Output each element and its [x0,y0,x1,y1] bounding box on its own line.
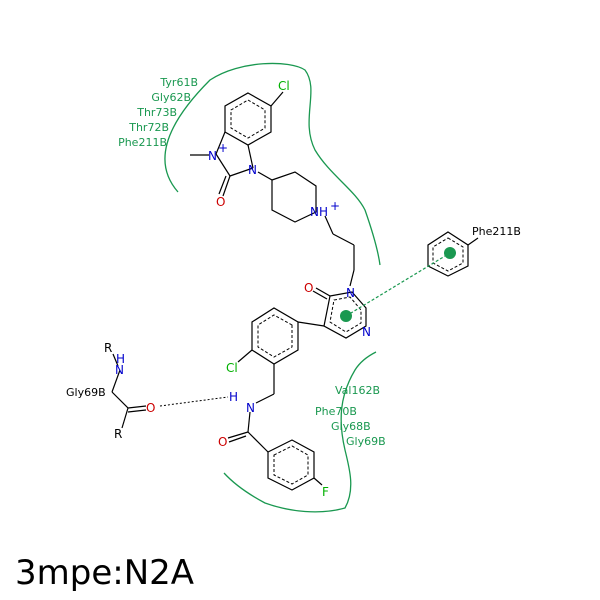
atom-n-imid: N [248,163,257,177]
residue-label: Phe211B [118,136,167,149]
atom-n-pip-sup: + [330,199,340,213]
atom-h-res: H [116,352,125,366]
atom-o-amide: O [218,435,227,449]
atom-cl-mid: Cl [226,361,238,375]
atom-r2: R [114,427,122,441]
fluorobenzamide [227,411,323,491]
atom-o-imid: O [216,195,225,209]
atom-n-pyr1: N [346,286,355,300]
phe211b-ring [427,231,479,277]
pi-stack-line [345,252,451,317]
atom-n-amide: N [246,401,255,415]
piperidine-ring [271,171,355,287]
atom-o-res: O [146,401,155,415]
residue-label: Val162B [335,384,380,397]
residue-label: Thr73B [136,106,177,119]
residue-label: Gly69B [346,435,386,448]
pi-center-ligand [340,310,352,322]
atom-cl-top: Cl [278,79,290,93]
pi-partner-label: Phe211B [472,225,521,238]
diagram-caption: 3mpe:N2A [15,553,194,593]
residue-label: Phe70B [315,405,357,418]
atom-r1: R [104,341,112,355]
hydrophobic-contour-top [164,62,381,266]
hbond-partner-label: Gly69B [66,386,106,399]
atom-n-pip: NH [310,205,328,219]
residue-label: Gly62B [151,91,191,104]
atom-h-amide: H [229,390,238,404]
pi-center-phe211b [444,247,456,259]
atom-n-res: N [115,363,124,377]
atom-n-methyl-sup: + [218,141,228,155]
atom-n-methyl: N [208,149,217,163]
chlorophenyl-ring [237,307,299,404]
hbond-line [159,396,229,407]
atom-o-pyr: O [304,281,313,295]
atom-f: F [322,485,329,499]
hydrophobic-contour-bottom [223,351,377,513]
pyrimidinone-ring [297,287,367,339]
residue-label: Thr72B [128,121,169,134]
residue-label: Tyr61B [159,76,198,89]
benzimidazolone-ring [190,91,284,197]
gly69b-residue [111,353,147,429]
atom-n-pyr2: N [362,325,371,339]
residue-label: Gly68B [331,420,371,433]
